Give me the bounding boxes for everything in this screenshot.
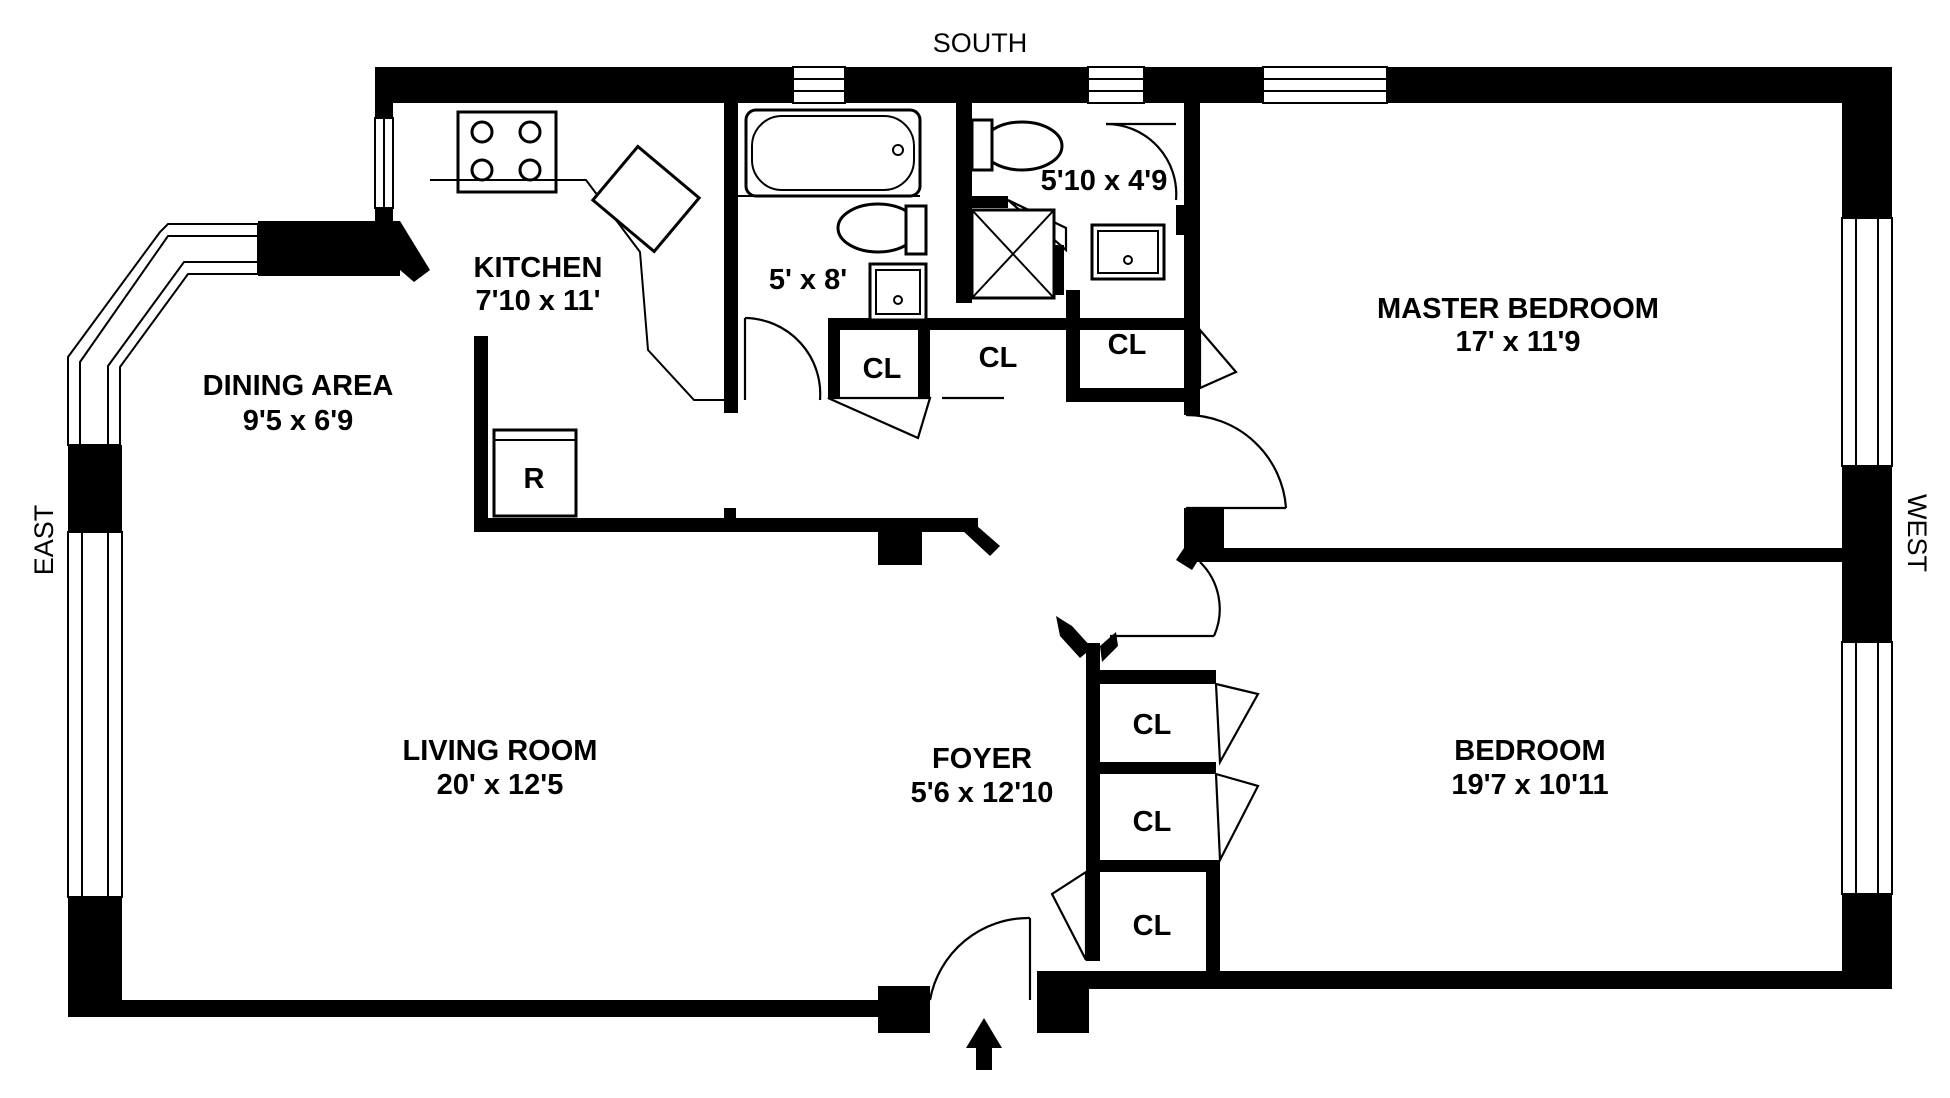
dining-name: DINING AREA [203,370,394,402]
closet-label: CL [1133,910,1172,942]
bay-window [67,223,259,446]
closet-label: CL [1133,806,1172,838]
refrigerator-icon [492,428,578,518]
kitchen-size: 7'10 x 11' [475,285,600,317]
bathroom-sink-icon [1090,223,1166,281]
bath2-size: 5'10 x 4'9 [1041,165,1168,197]
closet-label: CL [863,353,902,385]
compass-south: SOUTH [933,28,1028,58]
living-room-size: 20' x 12'5 [437,769,564,801]
compass-east: EAST [29,505,59,576]
doors [743,122,1288,1001]
compass-west: WEST [1902,494,1932,572]
bathroom-sink-icon [868,262,928,322]
dining-size: 9'5 x 6'9 [243,405,354,437]
windows [67,66,1893,898]
bedroom-size: 19'7 x 10'11 [1451,769,1608,801]
foyer-name: FOYER [932,743,1032,775]
living-room-name: LIVING ROOM [403,735,598,767]
bath1-size: 5' x 8' [769,264,847,296]
refrigerator-label: R [524,463,545,495]
bedroom-name: BEDROOM [1454,735,1605,767]
kitchen-name: KITCHEN [474,252,603,284]
closet-label: CL [1133,709,1172,741]
entry-arrow-icon [966,1018,1002,1070]
kitchen-sink-icon [590,144,702,254]
closet-label: CL [979,342,1018,374]
fixtures [430,108,1166,518]
master-bedroom-name: MASTER BEDROOM [1377,293,1659,325]
master-bedroom-size: 17' x 11'9 [1455,326,1580,358]
closet-label: CL [1108,329,1147,361]
toilet-icon [980,120,1064,172]
foyer-size: 5'6 x 12'10 [911,777,1054,809]
